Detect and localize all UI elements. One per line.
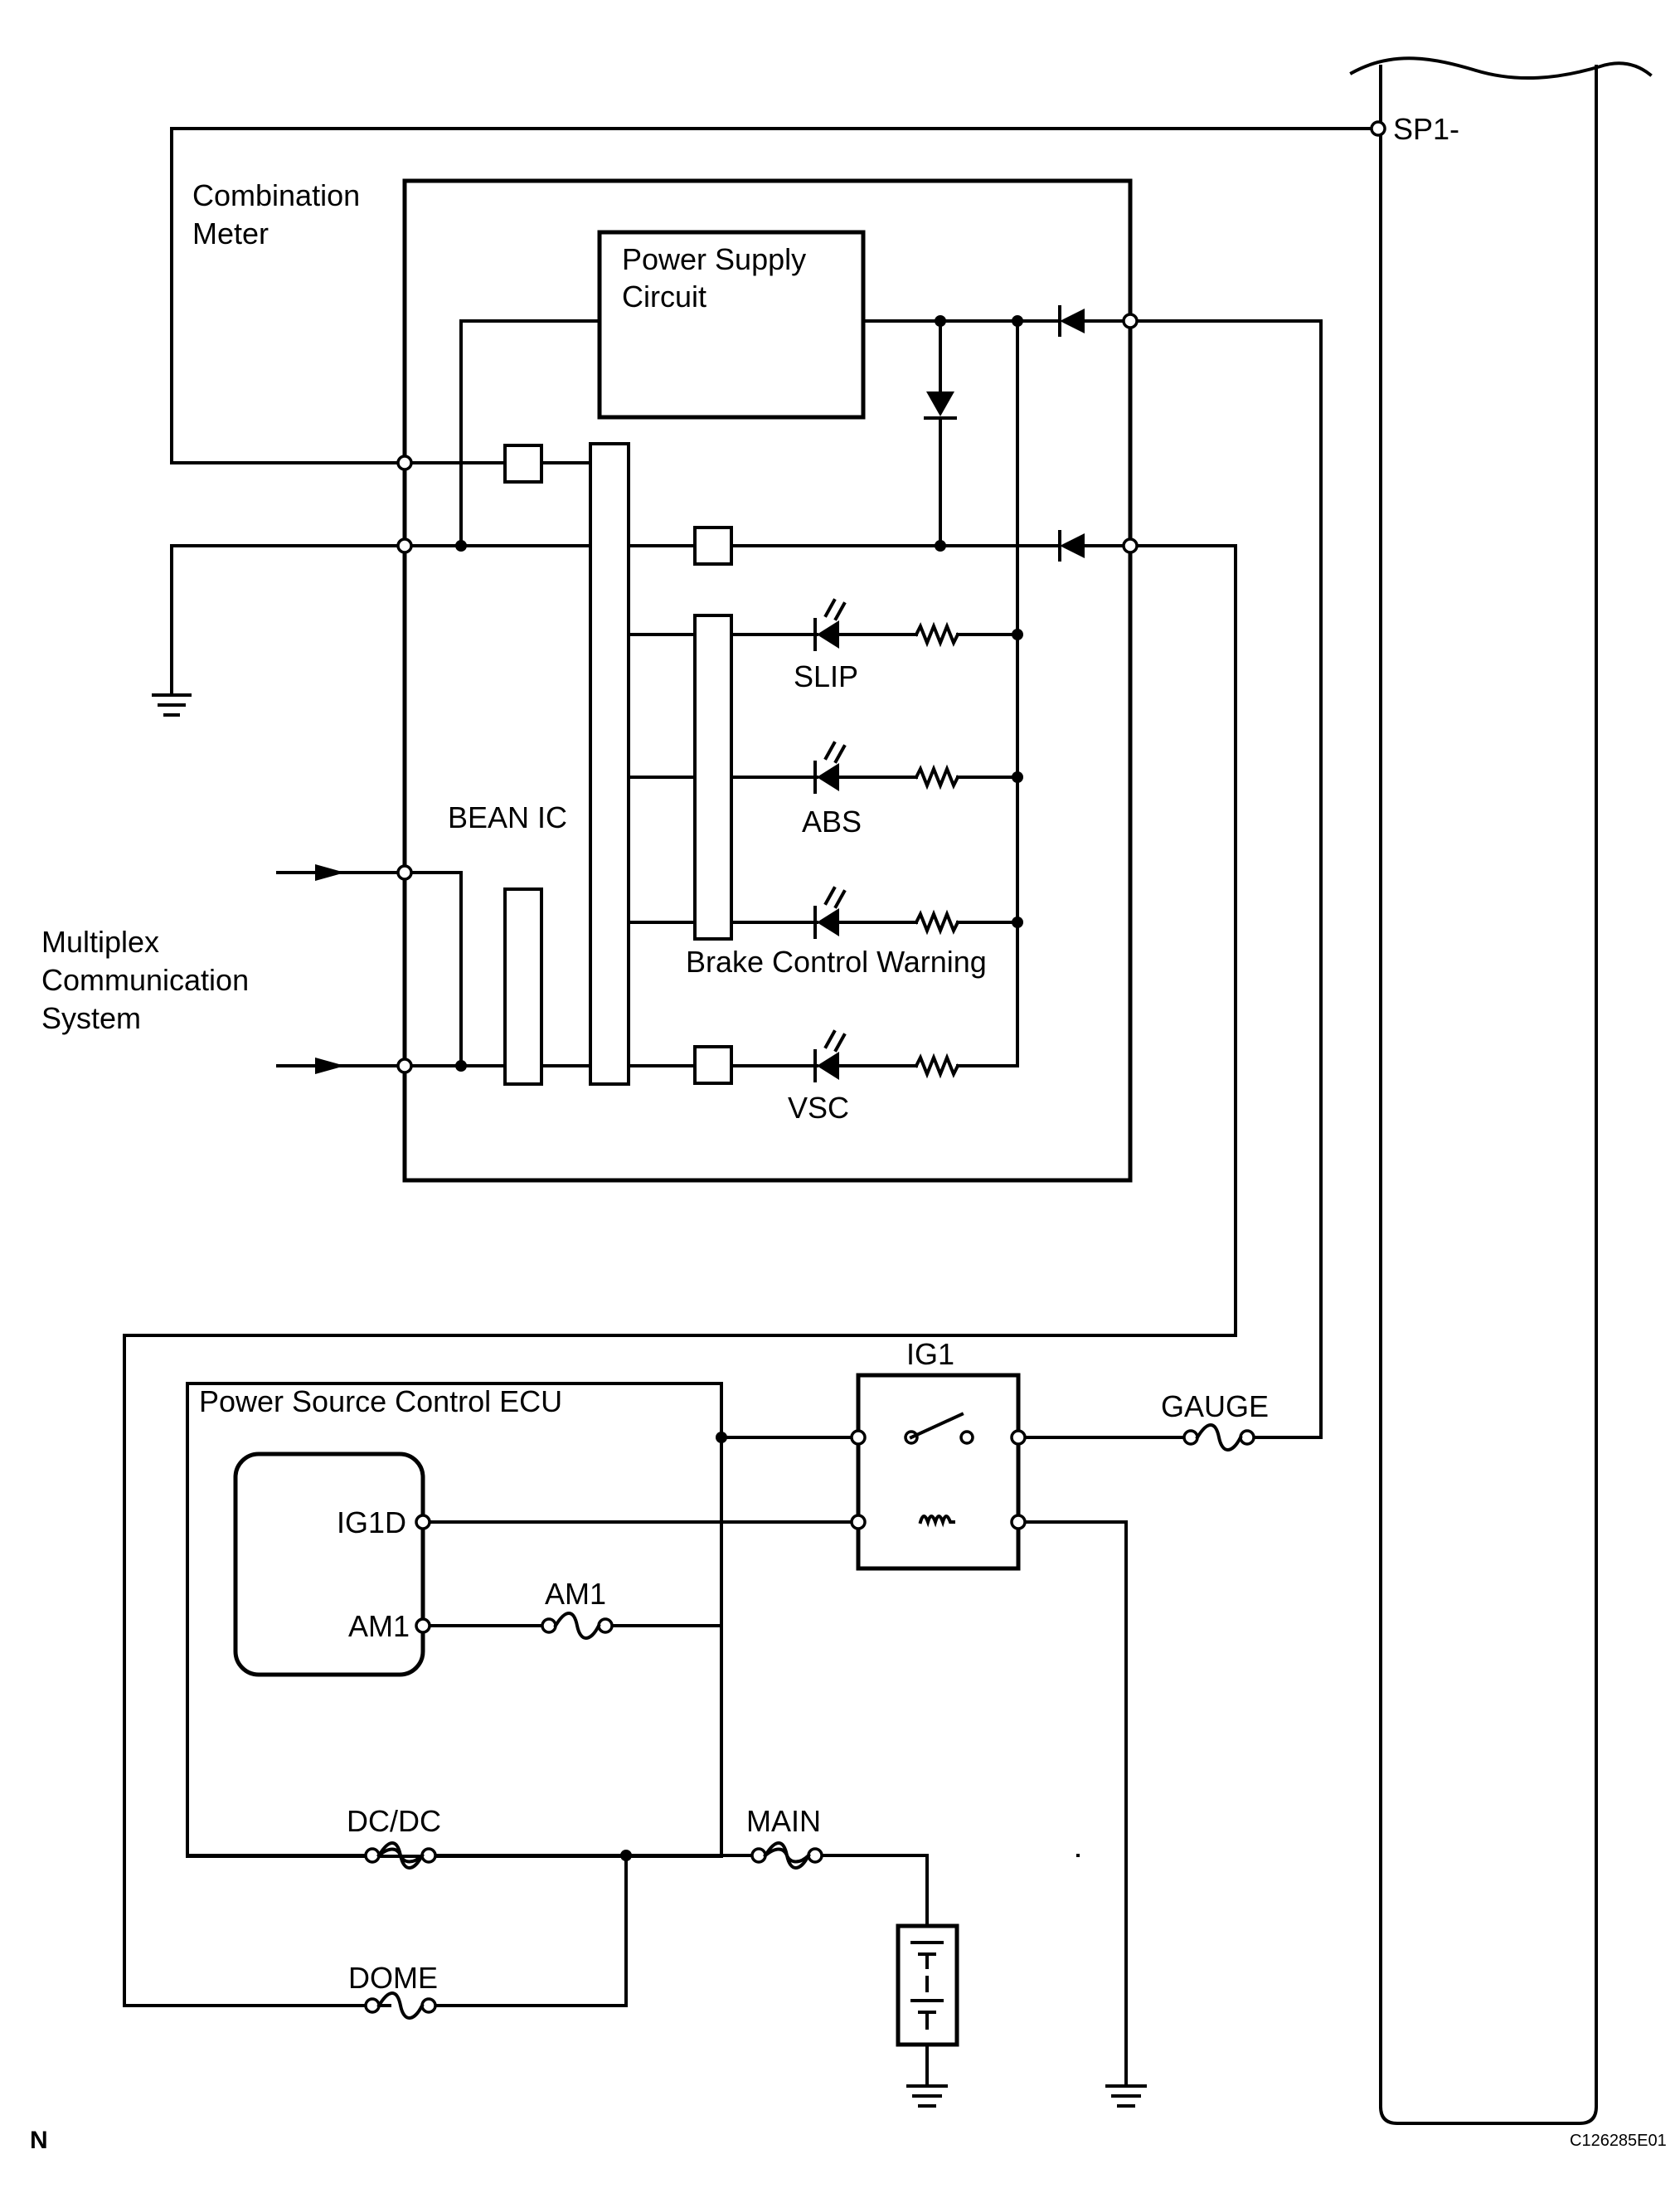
corner-mark: N (30, 2127, 48, 2154)
abs-led-icon (813, 741, 847, 794)
multiplex-label-3: System (41, 1001, 141, 1035)
ground-buffer-block (693, 526, 733, 566)
dome-fuse-label: DOME (348, 1961, 438, 1995)
vsc-driver-block (693, 1045, 733, 1085)
multiplex-input-arrow-1 (276, 864, 345, 881)
power-supply-label-2: Circuit (622, 280, 706, 314)
ground-symbol-battery (906, 2084, 948, 2108)
am1-fuse-icon (541, 1612, 614, 1640)
abs-resistor-icon (914, 764, 960, 790)
bean-ic-label: BEAN IC (448, 800, 567, 834)
slip-label: SLIP (794, 659, 858, 693)
ig1-coil-icon (918, 1515, 955, 1528)
am1-fuse-label: AM1 (545, 1577, 606, 1611)
slip-led-icon (813, 598, 847, 651)
diode-top-icon (1058, 305, 1085, 337)
gauge-fuse-icon (1182, 1423, 1255, 1452)
dome-fuse-icon (364, 1991, 437, 2020)
ig1-relay-label: IG1 (906, 1337, 954, 1371)
combination-meter-label: Combination (192, 178, 360, 212)
multiplex-input-arrow-2 (276, 1058, 345, 1074)
harness-connector (1349, 56, 1653, 2125)
multiplex-label: Multiplex (41, 925, 159, 959)
main-fuse-icon (750, 1841, 823, 1870)
brake-control-warning-label: Brake Control Warning (686, 945, 987, 979)
bean-ic-block (589, 442, 630, 1086)
indicator-driver-block (693, 614, 733, 941)
main-fuse-label: MAIN (746, 1804, 821, 1838)
brake-resistor-icon (914, 909, 960, 936)
ground-symbol-meter (152, 691, 192, 717)
diode-bottom-icon (1058, 530, 1085, 562)
ground-symbol-relay (1105, 2084, 1147, 2108)
gauge-fuse-label: GAUGE (1161, 1389, 1269, 1423)
abs-label: ABS (802, 805, 862, 839)
vsc-resistor-icon (914, 1053, 960, 1079)
figure-code: C126285E01 (1570, 2132, 1667, 2150)
power-supply-circuit-box (597, 230, 866, 420)
power-source-ecu-box (186, 1382, 723, 1858)
comm-interface-block (503, 887, 543, 1086)
terminal-points (396, 120, 1386, 1634)
vsc-led-icon (813, 1029, 847, 1082)
sp1-buffer-block (503, 444, 543, 484)
slip-resistor-icon (914, 621, 960, 648)
ig1-switch-icon (904, 1412, 974, 1445)
am1-terminal-label: AM1 (348, 1609, 410, 1643)
sp1-label: SP1- (1393, 112, 1459, 146)
power-supply-label: Power Supply (622, 242, 806, 276)
multiplex-label-2: Communication (41, 963, 249, 997)
dcdc-fuse-icon (364, 1841, 437, 1870)
brake-warning-led-icon (813, 886, 847, 939)
power-source-ecu-module (233, 1452, 425, 1677)
power-source-ecu-label: Power Source Control ECU (199, 1384, 562, 1418)
diode-vertical-icon (924, 391, 957, 420)
vsc-label: VSC (788, 1091, 849, 1125)
battery-icon (896, 1923, 959, 2047)
dcdc-fuse-label: DC/DC (347, 1804, 441, 1838)
combination-meter-label-2: Meter (192, 216, 269, 250)
junction-dots (455, 315, 1023, 1861)
ig1d-terminal-label: IG1D (337, 1505, 406, 1539)
ig1-relay-box (856, 1373, 1021, 1571)
